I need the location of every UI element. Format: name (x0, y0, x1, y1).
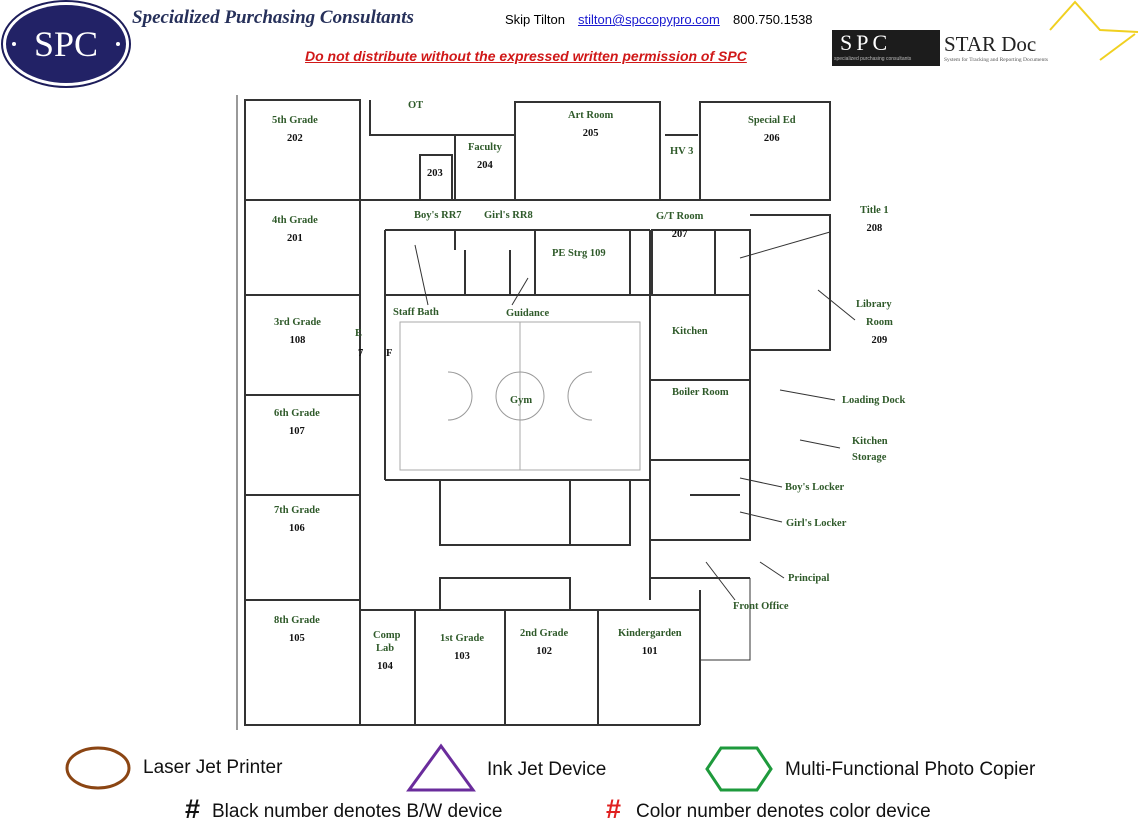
room-gym: Gym (510, 395, 533, 406)
spc-logo: SPC (1, 0, 131, 88)
room-boys-rr7: Boy's RR7 (414, 210, 462, 221)
label-fragment-f: F (386, 348, 393, 359)
legend-color: Color number denotes color device (636, 801, 931, 822)
star-icon (1049, 0, 1139, 61)
room-ot: OT (408, 100, 424, 111)
star-doc-logo: SPC specialized purchasing consultants S… (830, 0, 1140, 70)
room-boiler: Boiler Room (672, 387, 729, 398)
distribution-warning: Do not distribute without the expressed … (305, 48, 747, 64)
mfp-hexagon-icon (705, 746, 773, 792)
legend-mfp: Multi-Functional Photo Copier (785, 759, 1036, 780)
inkjet-triangle-icon (406, 743, 476, 792)
contact-name: Skip Tilton (505, 12, 565, 27)
room-boys-locker: Boy's Locker (785, 482, 845, 493)
room-staff-bath: Staff Bath (393, 307, 439, 318)
room-pe-storage: PE Strg 109 (552, 248, 606, 259)
email-link[interactable]: stilton@spccopypro.com (578, 12, 720, 27)
room-loading-dock: Loading Dock (842, 395, 906, 406)
room-203: 203 (427, 168, 443, 179)
svg-text:SPC: SPC (34, 24, 98, 64)
phone: 800.750.1538 (733, 12, 813, 27)
room-front-office: Front Office (733, 601, 789, 612)
room-storage: Storage (852, 452, 887, 463)
room-guidance: Guidance (506, 308, 550, 319)
black-hash-icon: # (185, 794, 201, 824)
color-hash-icon: # (606, 794, 622, 824)
legend-bw: Black number denotes B/W device (212, 801, 503, 822)
legend-laser: Laser Jet Printer (143, 757, 283, 778)
label-fragment-e: E (355, 328, 363, 339)
laser-printer-ellipse-icon (65, 746, 131, 790)
room-girls-rr8: Girl's RR8 (484, 210, 533, 221)
room-comp: Comp (373, 630, 401, 641)
legend-inkjet: Ink Jet Device (487, 759, 607, 780)
room-kitchen: Kitchen (672, 326, 708, 337)
room-principal: Principal (788, 573, 830, 584)
label-fragment-7: 7 (358, 348, 364, 359)
company-name: Specialized Purchasing Consultants (132, 7, 414, 28)
room-girls-locker: Girl's Locker (786, 518, 847, 529)
room-kitchen-storage: Kitchen (852, 436, 888, 447)
room-hv3: HV 3 (670, 146, 694, 157)
room-library: Library (856, 299, 892, 310)
